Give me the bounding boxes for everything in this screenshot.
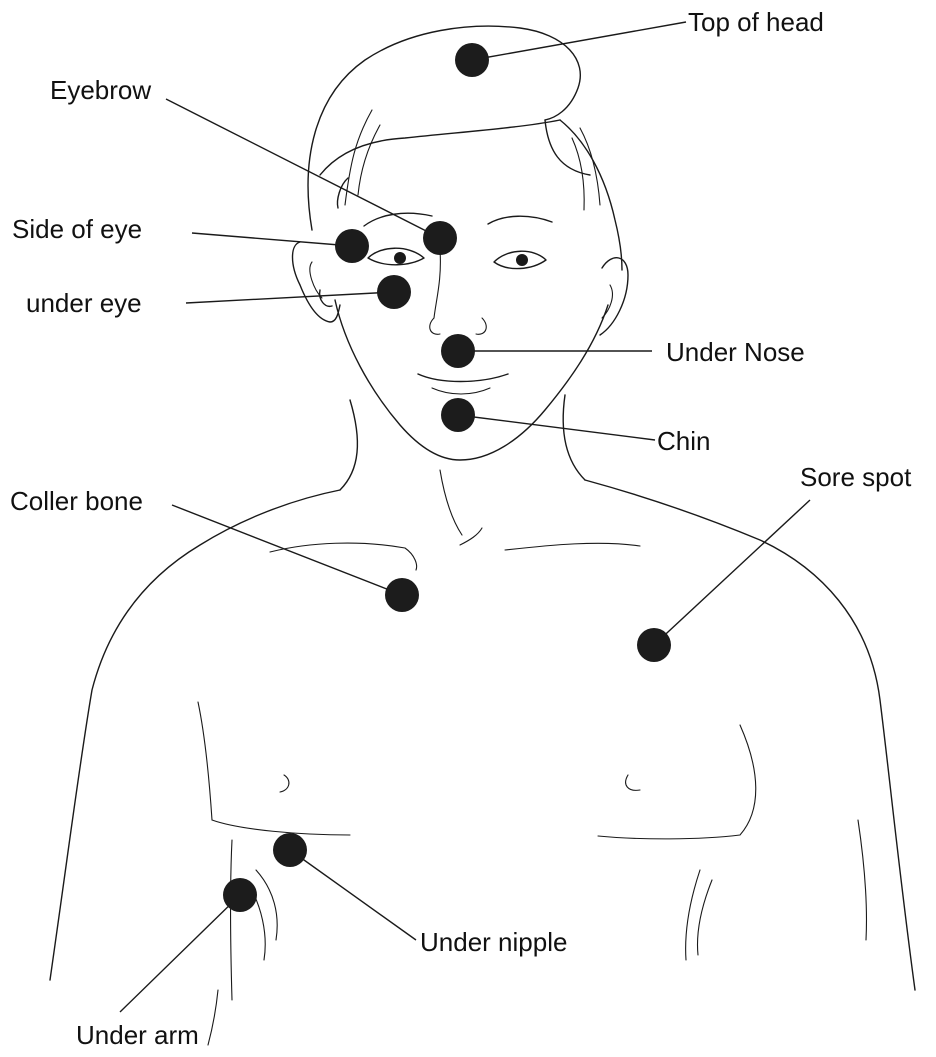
leader-eyebrow [166, 99, 440, 238]
leader-collar-bone [172, 505, 402, 595]
figure-outline [50, 26, 915, 1045]
point-eyebrow [423, 221, 457, 255]
leader-under-nipple [290, 850, 416, 940]
point-top-of-head [455, 43, 489, 77]
point-under-nipple [273, 833, 307, 867]
label-under-arm: Under arm [76, 1020, 199, 1050]
leader-sore-spot [654, 500, 810, 645]
point-sore-spot [637, 628, 671, 662]
point-collar-bone [385, 578, 419, 612]
point-under-eye [377, 275, 411, 309]
label-collar-bone: Coller bone [10, 486, 143, 516]
label-chin: Chin [657, 426, 710, 456]
leader-lines [120, 22, 810, 1012]
leader-under-arm [120, 895, 240, 1012]
label-side-of-eye: Side of eye [12, 214, 142, 244]
point-side-of-eye [335, 229, 369, 263]
leader-side-of-eye [192, 233, 352, 246]
leader-under-eye [186, 292, 394, 303]
labels: Top of head Eyebrow Side of eye under ey… [10, 7, 912, 1050]
label-top-of-head: Top of head [688, 7, 824, 37]
label-eyebrow: Eyebrow [50, 75, 151, 105]
leader-chin [458, 415, 655, 440]
label-sore-spot: Sore spot [800, 462, 912, 492]
label-under-nose: Under Nose [666, 337, 805, 367]
tapping-points [223, 43, 671, 912]
point-chin [441, 398, 475, 432]
label-under-nipple: Under nipple [420, 927, 567, 957]
point-under-nose [441, 334, 475, 368]
label-under-eye: under eye [26, 288, 142, 318]
leader-top-of-head [472, 22, 686, 60]
point-under-arm [223, 878, 257, 912]
